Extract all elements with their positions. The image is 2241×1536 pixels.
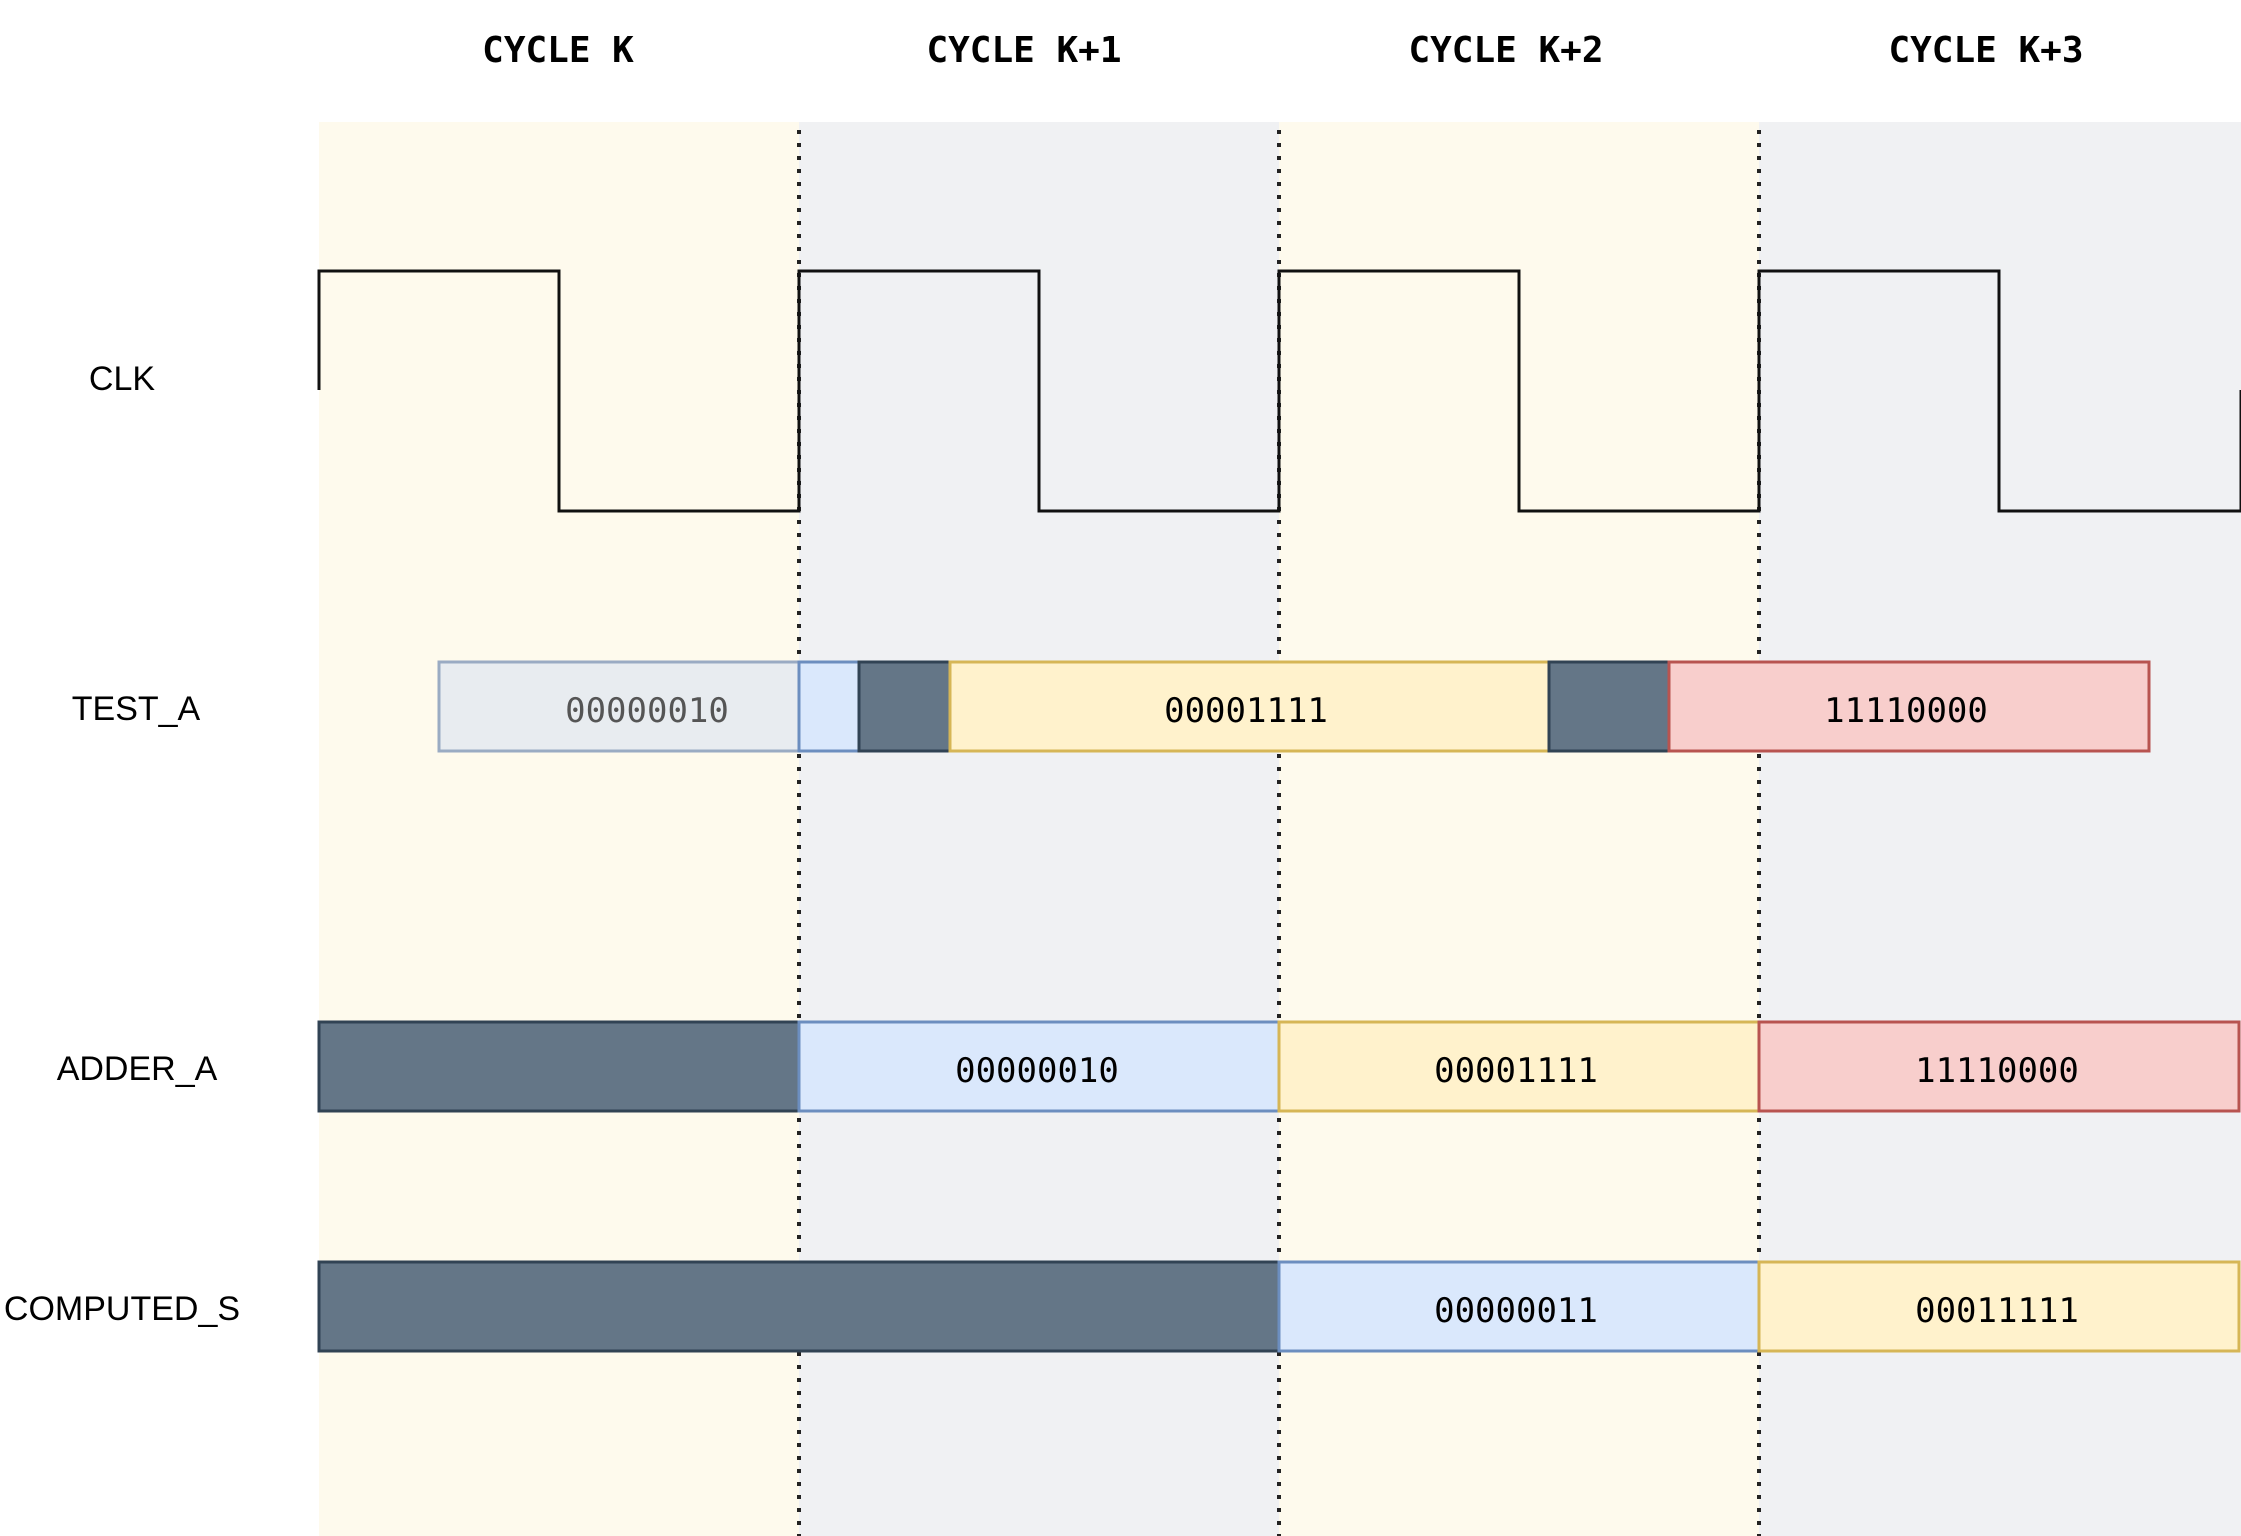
clk-waveform — [317, 269, 2241, 513]
bus-segment-value: 00001111 — [1164, 691, 1328, 731]
cycle-headers: CYCLE K CYCLE K+1 CYCLE K+2 CYCLE K+3 — [482, 30, 2083, 71]
bus-segment — [1277, 1260, 1761, 1353]
bus-segment — [1667, 660, 2151, 753]
bus-segment — [1547, 660, 1671, 753]
bus-adder-a: 00000010 00001111 11110000 — [317, 1020, 2241, 1113]
bus-segment — [1757, 1020, 2241, 1113]
bus-segment-value: 11110000 — [1824, 691, 1988, 731]
signal-label-clk: CLK — [89, 360, 155, 398]
bus-segment-value: 11110000 — [1915, 1051, 2079, 1091]
cycle-label-k1: CYCLE K+1 — [926, 30, 1121, 71]
bus-segment — [1277, 1020, 1761, 1113]
cycle-label-k: CYCLE K — [482, 30, 634, 71]
bus-segment-value: 00000010 — [565, 691, 729, 731]
cycle-label-k3: CYCLE K+3 — [1888, 30, 2083, 71]
bus-segment — [857, 660, 952, 753]
bus-segment-value: 00001111 — [1434, 1051, 1598, 1091]
cycle-label-k2: CYCLE K+2 — [1408, 30, 1603, 71]
signal-labels: CLK TEST_A ADDER_A COMPUTED_S — [4, 360, 240, 1328]
signal-label-test-a: TEST_A — [72, 690, 201, 728]
bus-segment — [437, 660, 801, 753]
bus-computed-s: 00000011 00011111 — [317, 1260, 2241, 1353]
bus-test-a: 00000010 00001111 11110000 — [437, 660, 2151, 753]
bus-segment — [948, 660, 1551, 753]
signal-label-computed-s: COMPUTED_S — [4, 1290, 240, 1328]
bus-segment-value: 00000010 — [955, 1051, 1119, 1091]
bus-segment — [317, 1020, 801, 1113]
bus-segment — [317, 1260, 1281, 1353]
signal-label-adder-a: ADDER_A — [57, 1050, 218, 1088]
bus-segment — [1757, 1260, 2241, 1353]
bus-segment-value: 00000011 — [1434, 1291, 1598, 1331]
bus-segment-value: 00011111 — [1915, 1291, 2079, 1331]
bus-segment — [797, 660, 861, 753]
